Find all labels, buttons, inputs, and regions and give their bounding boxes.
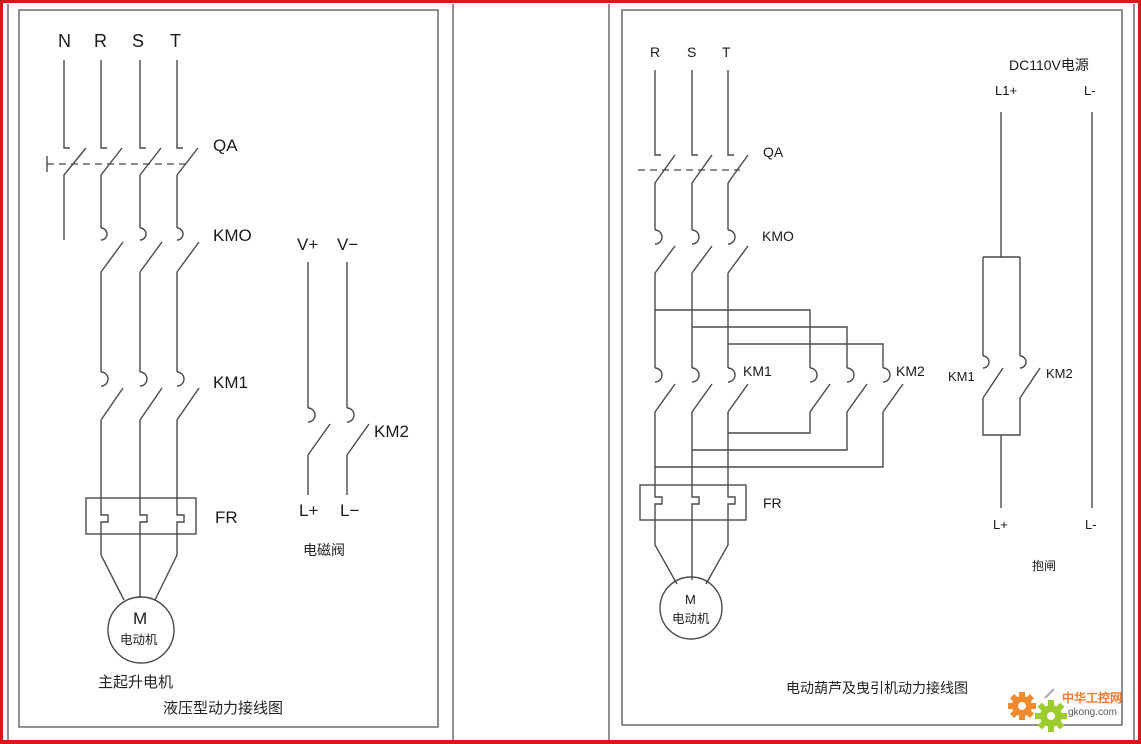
brake-km1-label: KM1 bbox=[948, 369, 975, 384]
brake-caption: 抱闸 bbox=[1032, 558, 1056, 573]
brake-km2-label: KM2 bbox=[1046, 366, 1073, 381]
left-overload-relay bbox=[85, 497, 197, 535]
left-motor-symbol: M bbox=[133, 609, 147, 628]
right-main-circuit bbox=[638, 70, 904, 640]
left-breaker-label: QA bbox=[213, 136, 238, 155]
valve-km2-label: KM2 bbox=[374, 422, 409, 441]
brake-supply-neg-label: L- bbox=[1084, 83, 1096, 98]
right-km2-label: KM2 bbox=[896, 363, 925, 379]
left-main-circuit bbox=[46, 60, 200, 664]
phase-label-s: S bbox=[132, 31, 144, 51]
left-kmo-label: KMO bbox=[213, 226, 252, 245]
phase-label-t: T bbox=[170, 31, 181, 51]
phase-label-r: R bbox=[94, 31, 107, 51]
brake-load-pos-label: L+ bbox=[993, 517, 1008, 532]
valve-supply-neg-label: V− bbox=[337, 235, 358, 254]
watermark-domain-text: gkong.com bbox=[1068, 707, 1117, 718]
phase-label-n: N bbox=[58, 31, 71, 51]
valve-load-pos-label: L+ bbox=[299, 501, 318, 520]
left-panel-borders bbox=[7, 4, 454, 740]
right-fr-label: FR bbox=[763, 495, 782, 511]
left-fr-label: FR bbox=[215, 508, 238, 527]
gkong-watermark: 中华工控网 gkong.com bbox=[1008, 688, 1122, 732]
right-motor-text: 电动机 bbox=[672, 611, 710, 626]
right-diagram-title: 电动葫芦及曳引机动力接线图 bbox=[786, 680, 968, 697]
valve-load-neg-label: L− bbox=[340, 501, 359, 520]
right-phase-labels: R S T bbox=[650, 44, 731, 60]
left-motor-caption: 主起升电机 bbox=[98, 673, 173, 691]
right-km1-label: KM1 bbox=[743, 363, 772, 379]
brake-load-neg-label: L- bbox=[1085, 517, 1097, 532]
right-labels: QA KMO KM1 KM2 FR M 电动机 电动葫芦及曳引机动力接线图 bbox=[672, 144, 968, 697]
right-breaker-label: QA bbox=[763, 144, 784, 160]
left-labels: QA KMO KM1 FR M 电动机 主起升电机 液压型动力接线图 bbox=[98, 136, 283, 717]
valve-caption: 电磁阀 bbox=[303, 543, 345, 559]
green-gear-icon bbox=[1035, 700, 1067, 732]
left-diagram-title: 液压型动力接线图 bbox=[163, 699, 283, 717]
pen-icon bbox=[1044, 688, 1055, 699]
right-motor-symbol: M bbox=[685, 592, 696, 607]
left-motor-circle bbox=[107, 596, 175, 664]
right-phase-label-t: T bbox=[722, 44, 731, 60]
right-motor-circle bbox=[659, 576, 723, 640]
brake-supply-pos-label: L1+ bbox=[995, 83, 1017, 98]
right-phase-label-s: S bbox=[687, 44, 696, 60]
right-overload-relay bbox=[639, 484, 747, 521]
solenoid-valve-circuit: V+ V− KM2 L+ L− 电磁阀 bbox=[297, 235, 409, 559]
left-motor-text: 电动机 bbox=[120, 632, 158, 647]
orange-gear-icon bbox=[1008, 692, 1036, 720]
right-kmo-label: KMO bbox=[762, 228, 794, 244]
brake-source-label: DC110V电源 bbox=[1009, 57, 1089, 73]
right-phase-label-r: R bbox=[650, 44, 660, 60]
watermark-cn-text: 中华工控网 bbox=[1062, 690, 1122, 705]
left-km1-label: KM1 bbox=[213, 373, 248, 392]
left-phase-labels: N R S T bbox=[58, 31, 181, 51]
brake-circuit: DC110V电源 L1+ L- KM1 KM2 L+ L- 抱闸 bbox=[948, 57, 1097, 573]
valve-supply-pos-label: V+ bbox=[297, 235, 318, 254]
right-panel-borders bbox=[608, 4, 1135, 740]
